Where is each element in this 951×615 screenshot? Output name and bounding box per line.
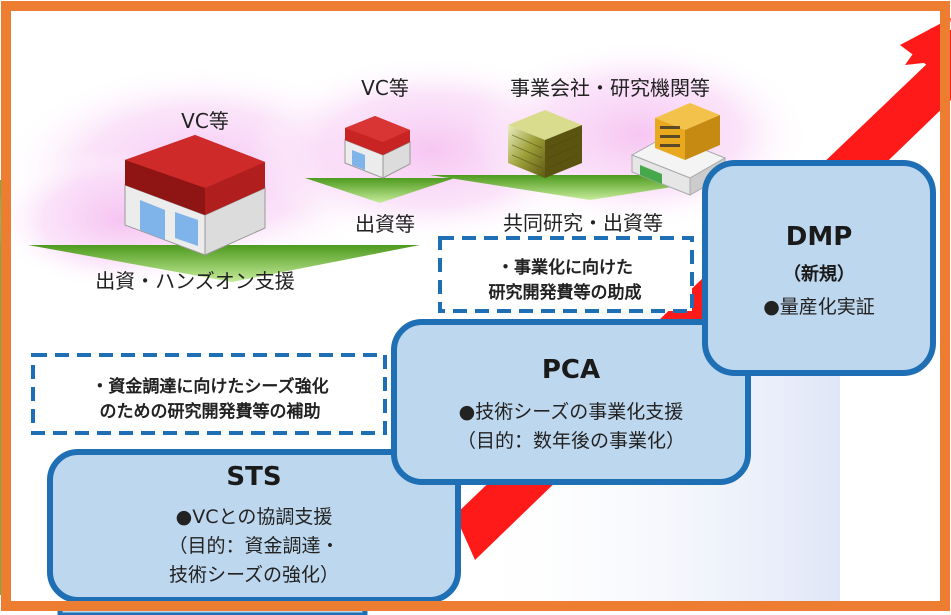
pca-line-1: ●技術シーズの事業化支援 <box>458 401 684 423</box>
pca-title: PCA <box>541 355 601 385</box>
sts-title: STS <box>226 462 282 492</box>
pca-note-box <box>438 236 694 313</box>
pca-line-2: （目的：数年後の事業化） <box>456 430 685 452</box>
office-tower-icon <box>508 110 582 178</box>
flow-label-middle: 出資等 <box>355 212 415 236</box>
investor-label-left: VC等 <box>181 109 229 133</box>
dmp-subtitle: （新規） <box>783 264 855 285</box>
small-red-warehouse-icon <box>344 116 411 179</box>
left-funnel <box>28 245 420 282</box>
dmp-title: DMP <box>785 222 853 252</box>
investor-label-middle: VC等 <box>361 76 409 100</box>
pca-note-line-2: 研究開発費等の助成 <box>488 283 642 303</box>
sts-note-line-1: ・資金調達に向けたシーズ強化 <box>91 377 329 397</box>
sts-line-1: ●VCとの協調支援 <box>175 506 333 528</box>
investor-label-right: 事業会社・研究機関等 <box>510 76 710 100</box>
pca-box <box>391 319 751 485</box>
research-building-icon <box>630 103 727 196</box>
dmp-line-1: ●量産化実証 <box>763 296 875 318</box>
dmp-box <box>702 160 936 376</box>
sts-note-box <box>31 353 387 435</box>
pca-note-line-1: ・事業化に向けた <box>497 258 633 278</box>
sts-note-line-2: のための研究開発費等の補助 <box>99 402 321 422</box>
sts-line-2: （目的：資金調達・ <box>168 535 340 557</box>
sts-box <box>47 449 461 603</box>
flow-label-right: 共同研究・出資等 <box>503 211 663 235</box>
middle-funnel <box>305 178 455 203</box>
red-warehouse-icon <box>124 135 266 256</box>
sts-line-3: 技術シーズの強化） <box>168 564 340 586</box>
flow-label-left: 出資・ハンズオン支援 <box>95 269 295 293</box>
